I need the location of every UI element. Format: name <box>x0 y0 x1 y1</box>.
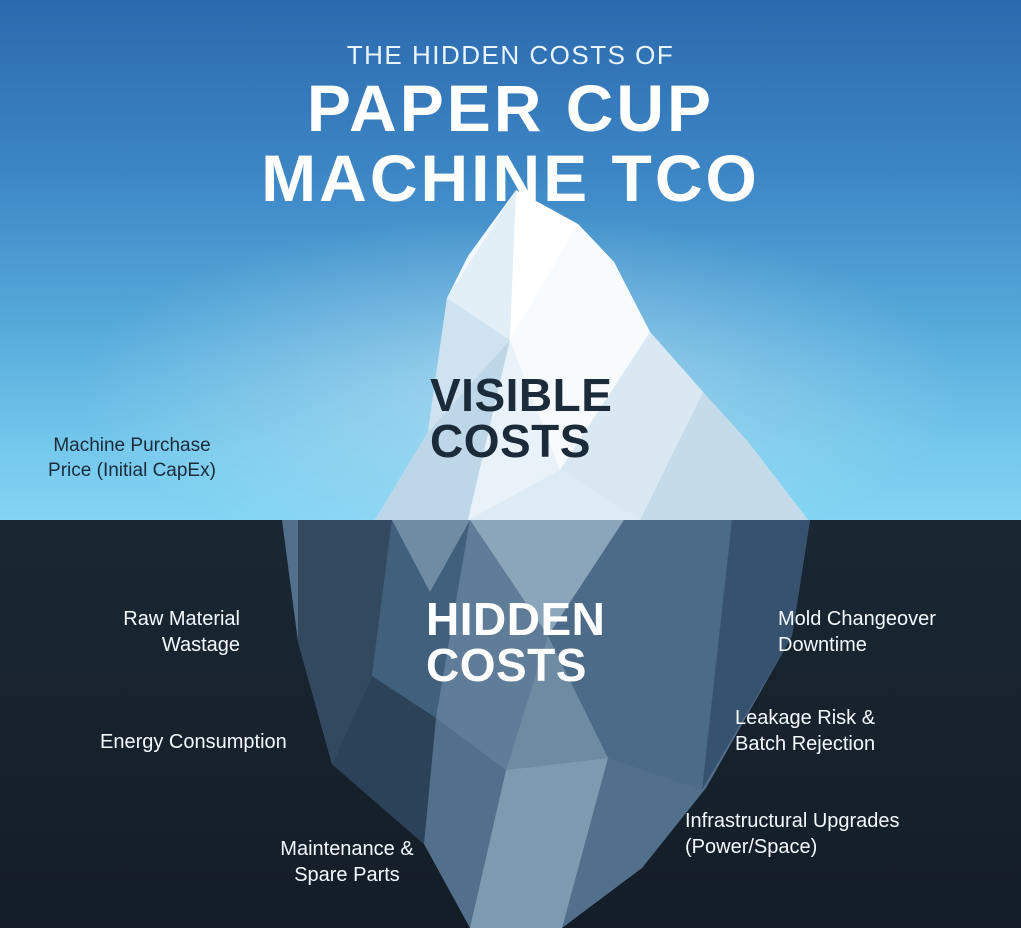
iceberg-above-water <box>375 190 808 520</box>
label-leakage-risk-line2: Batch Rejection <box>735 733 876 756</box>
label-maintenance-spare-parts: Maintenance & Spare Parts <box>250 836 444 889</box>
iceberg-below-water <box>282 520 810 928</box>
hidden-costs-heading-line2: COSTS <box>426 639 587 691</box>
label-machine-purchase-price-line2: Price (Initial CapEx) <box>48 460 216 482</box>
page-title: PAPER CUP MACHINE TCO <box>0 71 1021 215</box>
label-infrastructural-upgrades-line1: Infrastructural Upgrades <box>685 810 900 832</box>
label-infrastructural-upgrades: Infrastructural Upgrades (Power/Space) <box>685 808 900 861</box>
visible-costs-heading-line1: VISIBLE <box>430 369 613 421</box>
label-leakage-risk-batch-rejection: Leakage Risk & Batch Rejection <box>735 705 875 758</box>
label-mold-changeover-downtime-line1: Mold Changeover <box>778 608 936 630</box>
label-infrastructural-upgrades-line2: (Power/Space) <box>685 836 818 859</box>
label-raw-material-wastage: Raw Material Wastage <box>46 606 240 659</box>
hidden-costs-heading: HIDDEN COSTS <box>426 596 605 688</box>
hidden-costs-heading-line1: HIDDEN <box>426 593 606 645</box>
label-mold-changeover-downtime-line2: Downtime <box>778 634 867 657</box>
label-machine-purchase-price-line1: Machine Purchase <box>53 435 211 456</box>
visible-costs-heading-line2: COSTS <box>430 415 591 467</box>
label-raw-material-wastage-line2: Wastage <box>161 634 240 657</box>
label-maintenance-spare-parts-line2: Spare Parts <box>294 864 400 887</box>
label-leakage-risk-line1: Leakage Risk & <box>735 707 876 729</box>
label-energy-consumption: Energy Consumption <box>100 729 287 755</box>
page-title-line2: MACHINE TCO <box>261 140 760 215</box>
page-title-line1: PAPER CUP <box>306 71 715 145</box>
label-maintenance-spare-parts-line1: Maintenance & <box>280 838 414 860</box>
label-machine-purchase-price: Machine Purchase Price (Initial CapEx) <box>16 433 248 483</box>
header-kicker: THE HIDDEN COSTS OF <box>346 40 675 70</box>
label-mold-changeover-downtime: Mold Changeover Downtime <box>778 606 936 659</box>
label-raw-material-wastage-line1: Raw Material <box>123 608 240 630</box>
visible-costs-heading: VISIBLE COSTS <box>430 372 612 464</box>
label-energy-consumption-line1: Energy Consumption <box>100 731 287 753</box>
